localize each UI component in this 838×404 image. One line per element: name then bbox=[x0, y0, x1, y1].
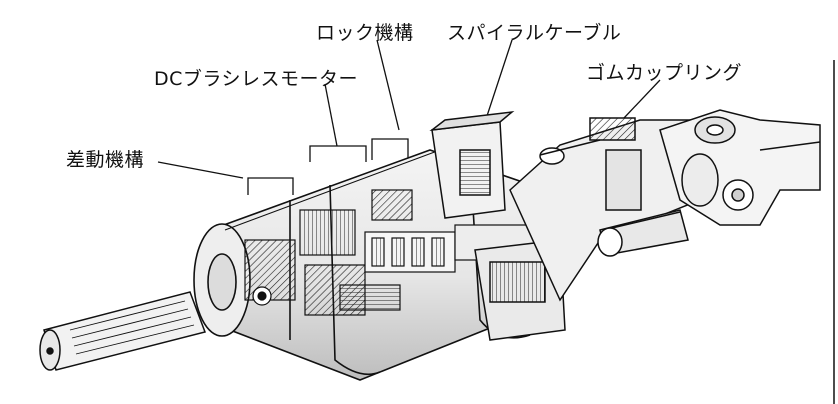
leader-dc-motor bbox=[324, 83, 338, 147]
bracket-differential bbox=[247, 177, 294, 195]
internal-mechanism bbox=[244, 189, 536, 316]
bracket-marks bbox=[247, 138, 409, 195]
label-spiral-cable: スパイラルケーブル bbox=[447, 22, 622, 44]
label-dc-motor: DCブラシレスモーター bbox=[154, 68, 359, 90]
leader-coupling bbox=[623, 79, 661, 119]
spiral-cable-box bbox=[429, 110, 515, 219]
leader-lines bbox=[157, 39, 661, 179]
output-shaft bbox=[39, 291, 206, 371]
leader-spiral bbox=[484, 39, 513, 123]
label-rubber-coupling: ゴムカップリング bbox=[586, 62, 743, 84]
universal-joint bbox=[659, 109, 821, 226]
bracket-lock bbox=[371, 138, 409, 160]
motor-module bbox=[474, 239, 566, 341]
rubber-coupling bbox=[509, 117, 701, 302]
leader-differential bbox=[157, 161, 244, 179]
bracket-motor bbox=[309, 145, 367, 162]
label-lock: ロック機構 bbox=[316, 22, 414, 44]
leader-lock bbox=[376, 39, 400, 131]
label-differential: 差動機構 bbox=[66, 149, 145, 171]
